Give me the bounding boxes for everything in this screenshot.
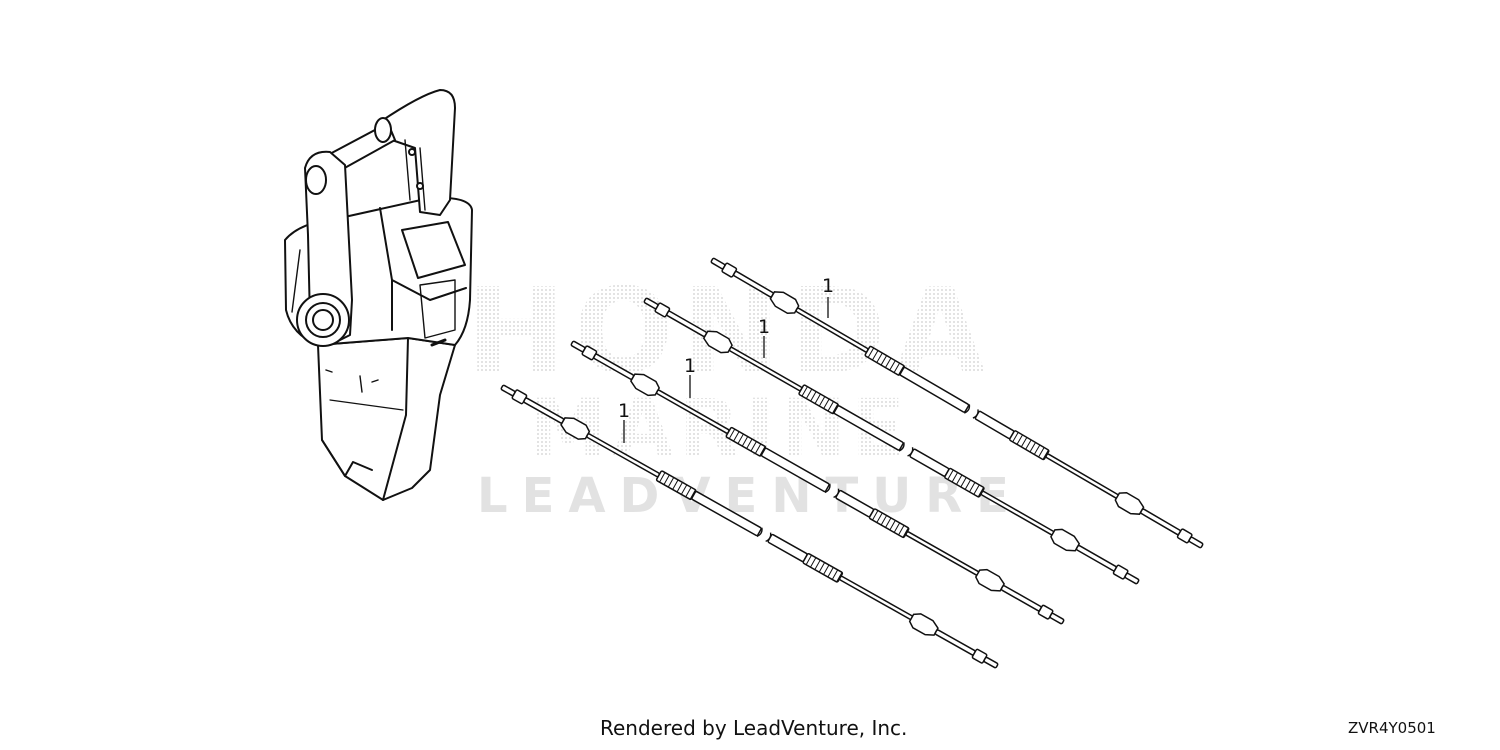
remote-control-box: [284, 89, 473, 501]
watermark-brand-bottom: MARINE: [529, 384, 911, 474]
control-cable: [570, 340, 1065, 625]
callout-cable-1: 1: [822, 275, 834, 297]
callout-cable-3: 1: [684, 355, 696, 377]
callout-cable-4: 1: [618, 400, 630, 422]
watermark-vendor: LEADVENTURE: [477, 468, 1023, 524]
footer-credit: Rendered by LeadVenture, Inc.: [600, 716, 908, 740]
watermark-brand-top: HONDA: [466, 262, 993, 400]
watermark: HONDA MARINE LEADVENTURE: [466, 262, 1023, 524]
control-cable: [710, 257, 1204, 549]
callout-group: [623, 297, 829, 443]
diagram-code: ZVR4Y0501: [1348, 719, 1436, 737]
control-cables: [500, 257, 1204, 669]
control-cable: [643, 297, 1140, 585]
control-cable: [500, 384, 999, 669]
callout-cable-2: 1: [758, 316, 770, 338]
